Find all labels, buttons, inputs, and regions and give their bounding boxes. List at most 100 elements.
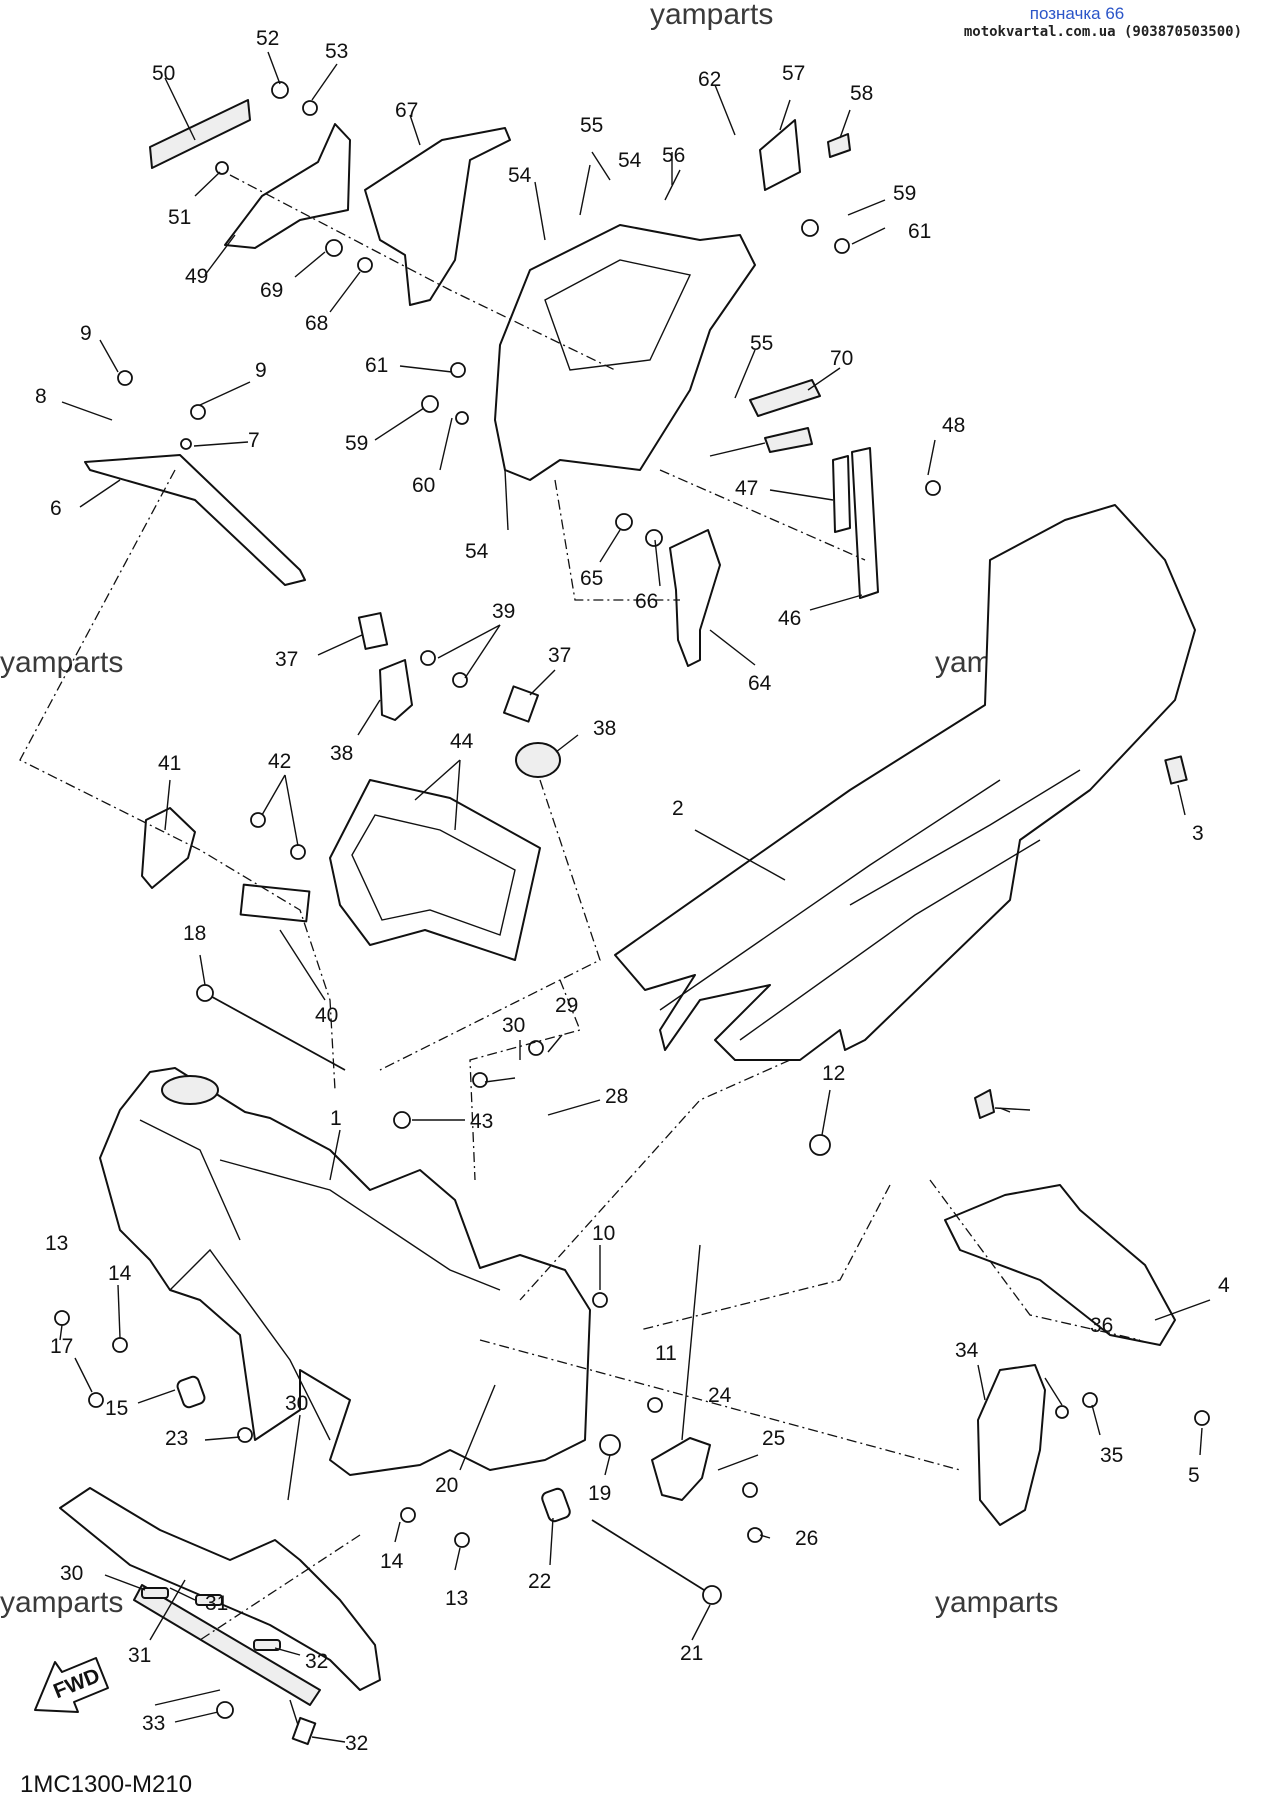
part-38-damper-b (515, 742, 561, 778)
part-30-pad-c (253, 1639, 281, 1651)
callout-9: 9 (80, 322, 92, 345)
part-49-pad (149, 99, 251, 169)
callout-26: 28 (605, 1085, 628, 1108)
part-1-main-frame (99, 1067, 591, 1476)
callout-41: 41 (158, 752, 181, 775)
diagram-code: 1MC1300-M210 (20, 1771, 192, 1798)
callout-14b: 14 (380, 1550, 404, 1573)
callout-31: 31 (128, 1644, 151, 1667)
callout-59b: 61 (908, 220, 931, 243)
main-frame-spar (219, 1159, 501, 1291)
part-15-collar (176, 1375, 206, 1409)
part-57-plate (827, 133, 851, 158)
part-69-pad (764, 427, 813, 453)
part-44-sheet-inner (351, 814, 516, 936)
callout-64: 66 (635, 590, 658, 613)
part-23-plate (651, 1437, 711, 1501)
callout-52: 53 (325, 40, 348, 63)
callout-28: 30 (502, 1014, 525, 1037)
callout-19: 20 (435, 1474, 458, 1497)
callout-44: 44 (450, 730, 474, 753)
assembly-lines (19, 174, 1141, 1641)
callout-45: 46 (778, 607, 801, 630)
callout-61: 62 (698, 68, 721, 91)
part-20-bolt (591, 1519, 713, 1596)
rear-frame-rail (739, 839, 1041, 1041)
callout-24: 25 (762, 1427, 785, 1450)
callout-4: 4 (1218, 1274, 1230, 1297)
callout-63: 65 (580, 567, 603, 590)
part-17-bolt (204, 992, 346, 1071)
watermark: yamparts (935, 1586, 1058, 1619)
callout-29: 30 (285, 1392, 308, 1415)
callout-54: 54 (508, 164, 532, 187)
callout-50: 51 (168, 206, 191, 229)
callout-55: 55 (580, 114, 603, 137)
callout-42: 42 (268, 750, 291, 773)
callout-67: 69 (260, 279, 283, 302)
callout-55b: 56 (662, 144, 685, 167)
part-17-bolt-head (196, 984, 214, 1002)
callout-49: 50 (152, 62, 175, 85)
rear-frame-rail (849, 769, 1081, 906)
part-31-strip (133, 1584, 321, 1706)
callout-38: 38 (330, 742, 353, 765)
part-6-stay (84, 454, 306, 586)
callout-23: 24 (708, 1384, 732, 1407)
main-frame-spar (169, 1248, 331, 1441)
part-21-collar (541, 1487, 571, 1523)
callout-59: 60 (412, 474, 435, 497)
part-34-plate (977, 1364, 1046, 1526)
battery-box-inner (544, 259, 692, 371)
callout-38b: 38 (593, 717, 616, 740)
callout-47: 48 (942, 414, 965, 437)
callout-1: 1 (330, 1107, 342, 1130)
callout-18: 19 (588, 1482, 611, 1505)
part-20-bolt-head (702, 1585, 722, 1605)
callout-12: 12 (822, 1062, 845, 1085)
part-53-battery-box (494, 224, 756, 481)
callout-54b: 54 (618, 149, 642, 172)
callout-54c: 55 (750, 332, 773, 355)
callout-30c: 32 (305, 1650, 328, 1673)
callout-8: 8 (35, 385, 47, 408)
callout-43: 43 (470, 1110, 493, 1133)
callout-3: 3 (1192, 822, 1204, 845)
part-30-pad-b (195, 1594, 223, 1606)
callout-68: 70 (830, 347, 853, 370)
callout-21: 22 (528, 1570, 551, 1593)
callout-22: 23 (165, 1427, 188, 1450)
part-40-relay (239, 883, 311, 923)
part-48-bracket (224, 123, 351, 249)
callout-34: 34 (955, 1339, 979, 1362)
part-46-strap (832, 455, 851, 533)
callout-39: 39 (492, 600, 515, 623)
callout-30b: 31 (205, 1592, 228, 1615)
callout-37: 37 (275, 648, 298, 671)
callout-58: 59 (345, 432, 368, 455)
callout-14: 14 (108, 1262, 132, 1285)
callout-7: 7 (248, 429, 260, 452)
callout-11: 11 (655, 1342, 677, 1365)
callout-48: 49 (185, 265, 208, 288)
callout-25: 26 (795, 1527, 818, 1550)
part-68-pad (749, 379, 821, 417)
callout-65: 67 (395, 99, 418, 122)
callout-40: 40 (315, 1004, 338, 1027)
callout-2: 2 (672, 797, 684, 820)
callout-15: 15 (105, 1397, 128, 1420)
part-4-bracket (944, 1184, 1176, 1346)
part-29-cover (59, 1487, 381, 1691)
callout-5: 5 (1188, 1464, 1200, 1487)
callout-56: 57 (782, 62, 805, 85)
main-frame-spar (139, 1119, 241, 1241)
callout-51: 52 (256, 27, 279, 50)
callout-10: 10 (592, 1222, 615, 1245)
watermark: yamparts (0, 1586, 123, 1619)
callout-16: 17 (50, 1335, 73, 1358)
part-56-clip (759, 119, 801, 191)
callout-37b: 37 (548, 644, 571, 667)
part-62-bracket (669, 529, 721, 667)
callout-13b: 13 (445, 1587, 468, 1610)
